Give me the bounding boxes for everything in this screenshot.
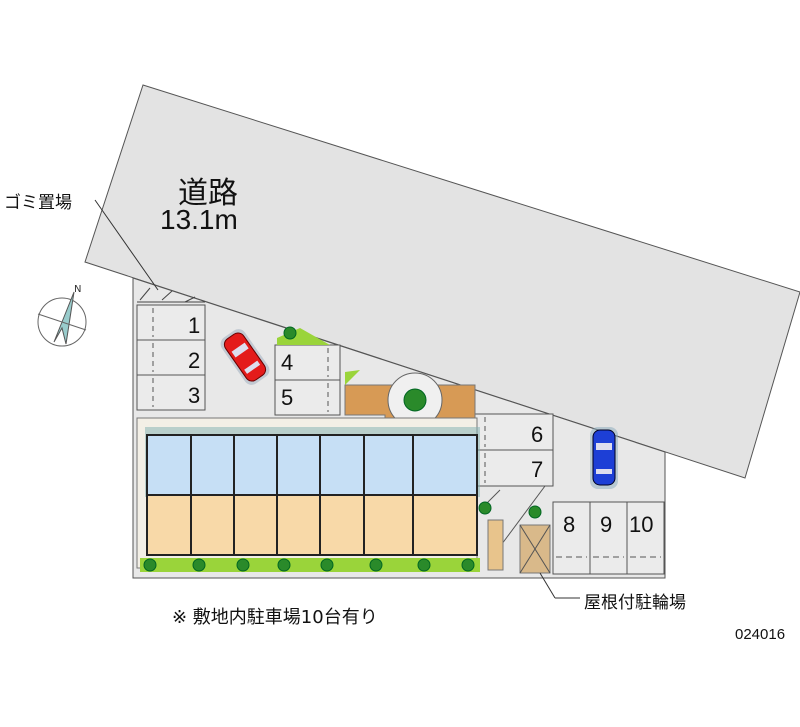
slot-5: 5	[281, 385, 293, 410]
slot-2: 2	[188, 348, 200, 373]
road-width: 13.1m	[160, 204, 238, 235]
bicycle-leader	[539, 572, 556, 599]
parking-6-7	[472, 413, 554, 561]
slot-7: 7	[531, 457, 543, 482]
compass-icon: N	[37, 284, 87, 347]
blue-car	[590, 427, 618, 489]
slot-10: 10	[629, 512, 653, 537]
parking-4-5	[274, 344, 341, 416]
red-car	[220, 329, 270, 385]
apartment-building	[136, 417, 542, 572]
parking-1-3	[136, 304, 206, 411]
slot-1: 1	[188, 313, 200, 338]
bicycle-parking	[487, 519, 551, 574]
parking-8-10	[552, 501, 665, 575]
road	[84, 84, 800, 479]
slot-8: 8	[563, 512, 575, 537]
svg-text:N: N	[74, 284, 81, 295]
road-name: 道路	[178, 176, 238, 211]
bicycle-parking-label: 屋根付駐輪場	[584, 593, 686, 613]
parking-note: ※ 敷地内駐車場10台有り	[172, 607, 378, 628]
slot-6: 6	[531, 422, 543, 447]
garbage-leader	[94, 199, 159, 291]
garbage-area	[137, 287, 205, 303]
slot-9: 9	[600, 512, 612, 537]
plan-code: 024016	[735, 626, 786, 643]
slot-4: 4	[281, 350, 293, 375]
garbage-label: ゴミ置場	[4, 193, 72, 213]
slot-3: 3	[188, 383, 200, 408]
